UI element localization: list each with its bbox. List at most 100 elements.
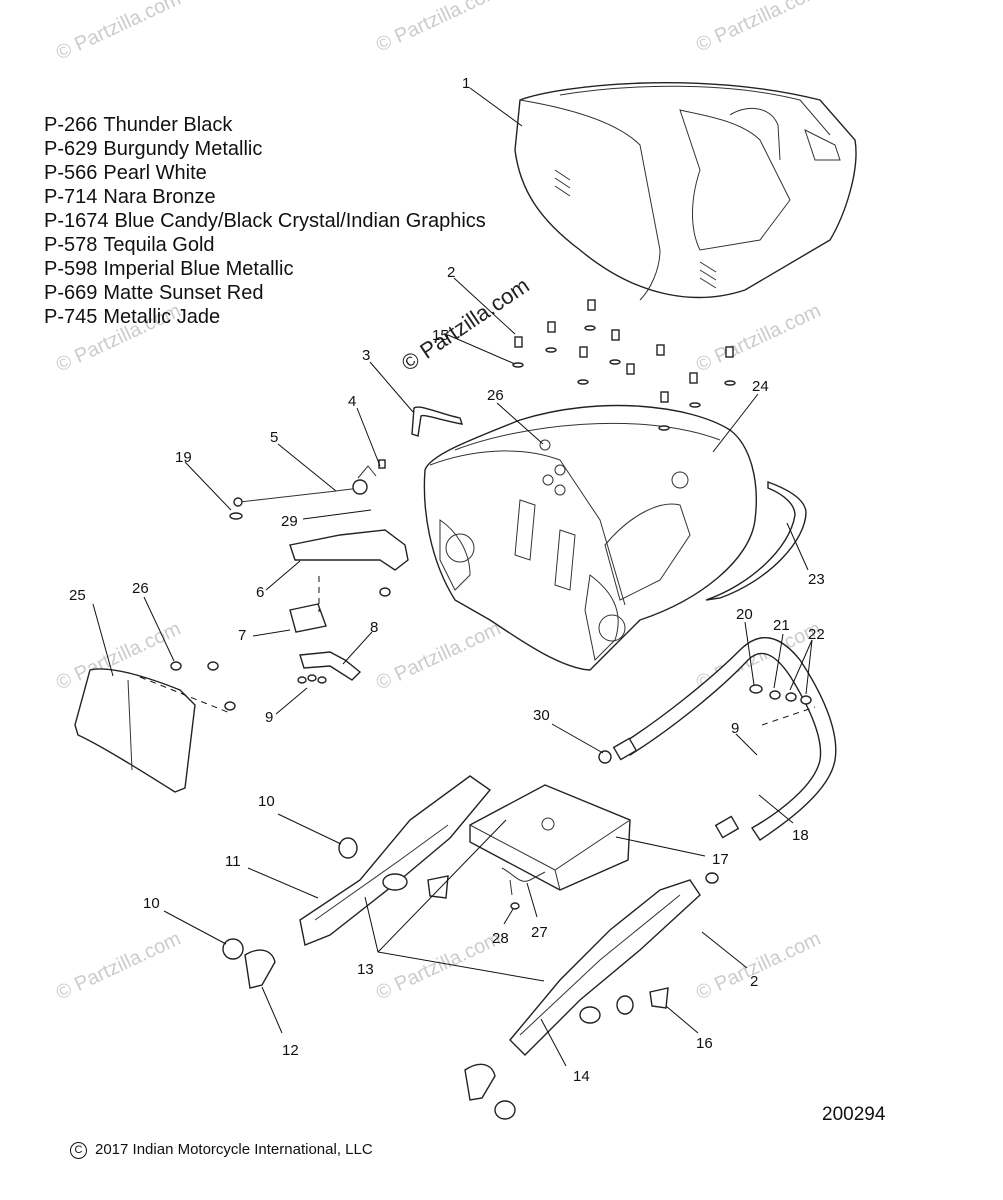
- callout-2: 2: [447, 264, 455, 281]
- clip-part: [229, 512, 243, 520]
- paint-name: Matte Sunset Red: [103, 282, 264, 304]
- trim-strip-part: [705, 481, 807, 601]
- left-side-rail-part: [299, 775, 492, 946]
- paint-code: P-1674: [44, 210, 109, 232]
- right-side-rail-part: [509, 879, 701, 1056]
- callout-23: 23: [808, 571, 825, 588]
- copyright-notice: C 2017 Indian Motorcycle International, L…: [70, 1141, 373, 1159]
- latch-bracket-part: [289, 529, 409, 571]
- paint-name: Burgundy Metallic: [103, 138, 263, 160]
- screw-part: [510, 902, 520, 910]
- watermark: © Partzilla.com: [693, 0, 824, 57]
- paint-code: P-745: [44, 306, 98, 328]
- callout-12: 12: [282, 1042, 299, 1059]
- paint-name: Metallic Jade: [103, 306, 221, 328]
- bushing-part: [338, 837, 358, 859]
- watermark: © Partzilla.com: [693, 300, 824, 377]
- rail-loop-part: [612, 637, 837, 884]
- trunk-lid-part: [514, 82, 857, 301]
- callout-5: 5: [270, 429, 278, 446]
- latch-plate-part: [299, 651, 362, 681]
- watermark: © Partzilla.com: [373, 928, 504, 1005]
- callout-27: 27: [531, 924, 548, 941]
- callout-2: 2: [750, 973, 758, 990]
- paint-name: Nara Bronze: [103, 186, 216, 208]
- paint-name: Pearl White: [103, 162, 207, 184]
- callout-20: 20: [736, 606, 753, 623]
- callout-6: 6: [256, 584, 264, 601]
- watermark: © Partzilla.com: [373, 0, 504, 57]
- callout-16: 16: [696, 1035, 713, 1052]
- guard-part: [464, 1063, 496, 1101]
- callout-4: 4: [348, 393, 356, 410]
- callout-13: 13: [357, 961, 374, 978]
- paint-name: Tequila Gold: [103, 234, 215, 256]
- callout-22: 22: [808, 626, 825, 643]
- paint-code: P-266: [44, 114, 98, 136]
- callout-15: 15: [432, 327, 449, 344]
- leader-lines: [92, 87, 813, 1067]
- bushing-part: [616, 995, 634, 1015]
- callout-24: 24: [752, 378, 769, 395]
- watermark: © Partzilla.com: [373, 618, 504, 695]
- callout-14: 14: [573, 1068, 590, 1085]
- callout-26: 26: [132, 580, 149, 597]
- bolt-part: [598, 750, 612, 764]
- screw-group: [297, 587, 391, 684]
- callout-17: 17: [712, 851, 729, 868]
- callout-7: 7: [238, 627, 246, 644]
- callout-30: 30: [533, 707, 550, 724]
- copyright-icon: C: [70, 1142, 87, 1159]
- paint-name: Imperial Blue Metallic: [103, 258, 294, 280]
- bushing-part: [222, 938, 244, 960]
- hinge-plate-part: [289, 603, 327, 633]
- callout-26: 26: [487, 387, 504, 404]
- watermark: © Partzilla.com: [53, 928, 184, 1005]
- diagram-number: 200294: [822, 1104, 886, 1125]
- trunk-base-part: [423, 404, 757, 671]
- callout-1: 1: [462, 75, 470, 92]
- paint-code: P-714: [44, 186, 98, 208]
- callout-28: 28: [492, 930, 509, 947]
- bushing-part: [494, 1100, 516, 1120]
- callout-10: 10: [143, 895, 160, 912]
- mounting-plate-part: [469, 784, 631, 891]
- callout-3: 3: [362, 347, 370, 364]
- seal-part: [411, 406, 464, 437]
- cable-part: [233, 459, 386, 507]
- callout-8: 8: [370, 619, 378, 636]
- callout-labels: 1 2 15 3 4 26 24 5 19 29 23 6 25 26 20 2…: [69, 75, 825, 1085]
- paint-code: P-598: [44, 258, 98, 280]
- paint-name: Thunder Black: [103, 114, 233, 136]
- paint-code: P-669: [44, 282, 98, 304]
- paint-code: P-578: [44, 234, 98, 256]
- washer-group: [749, 684, 812, 705]
- callout-18: 18: [792, 827, 809, 844]
- callout-9: 9: [731, 720, 739, 737]
- callout-10: 10: [258, 793, 275, 810]
- callout-19: 19: [175, 449, 192, 466]
- callout-29: 29: [281, 513, 298, 530]
- callout-21: 21: [773, 617, 790, 634]
- watermark: © Partzilla.com: [693, 928, 824, 1005]
- alignment-dashes: [139, 576, 816, 726]
- harness-part: [501, 867, 546, 896]
- guard-part: [244, 949, 276, 989]
- paint-code: P-566: [44, 162, 98, 184]
- reflector-panel-part: [74, 661, 236, 793]
- paint-name: Blue Candy/Black Crystal/Indian Graphics: [114, 210, 486, 232]
- callout-9: 9: [265, 709, 273, 726]
- callout-11: 11: [225, 853, 241, 870]
- copyright-text: 2017 Indian Motorcycle International, LL…: [95, 1141, 373, 1158]
